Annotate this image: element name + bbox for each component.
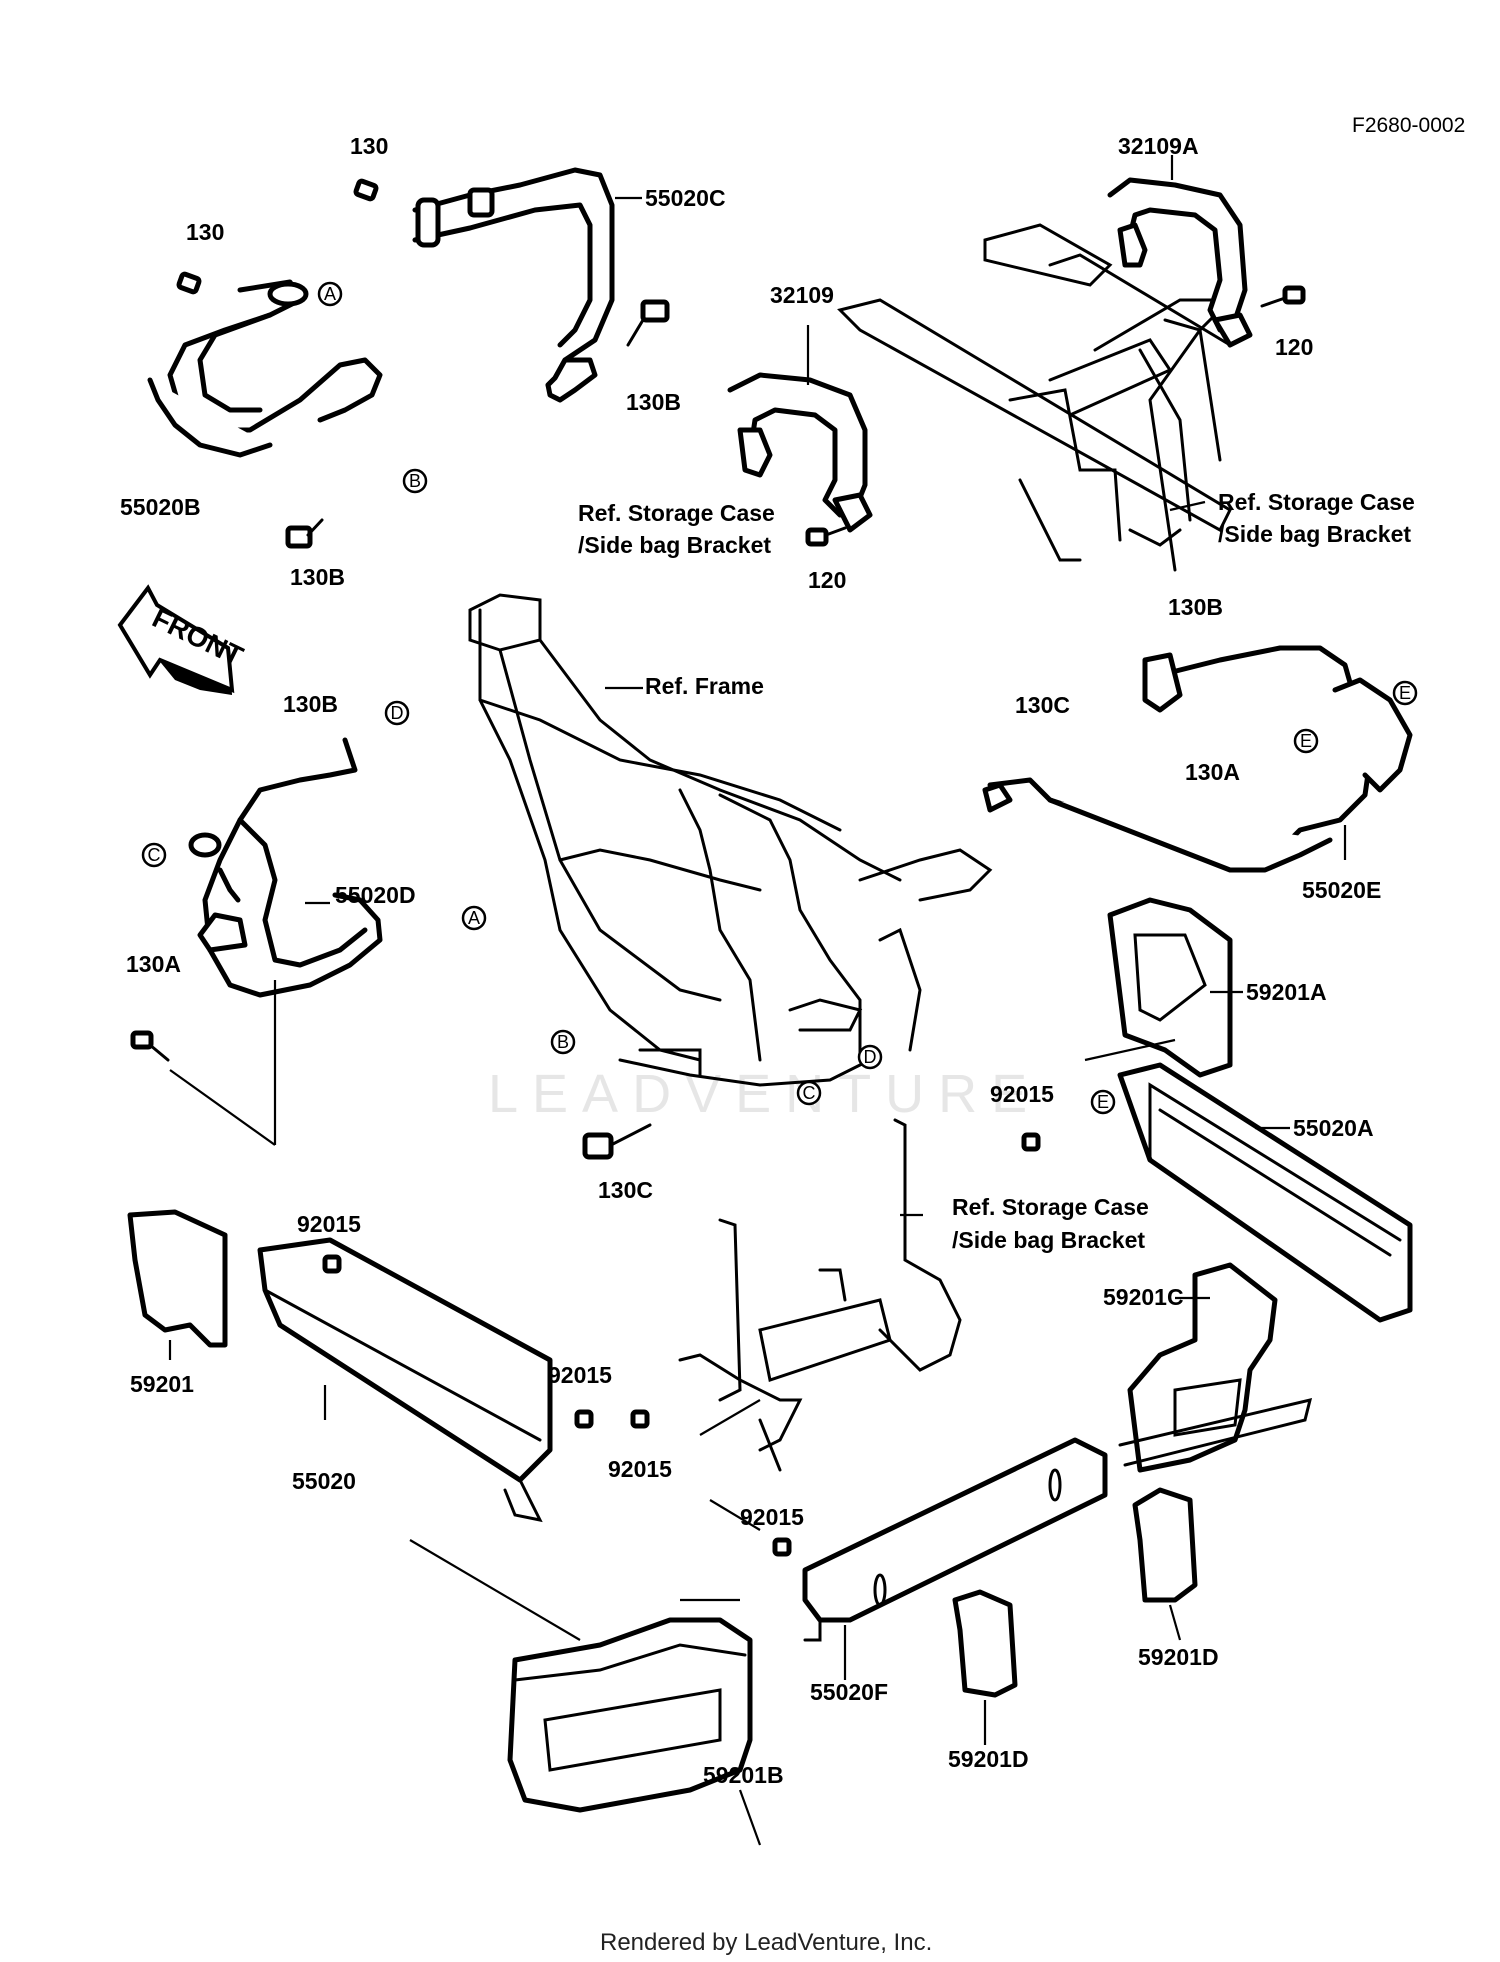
grab-bar-32109a[interactable] <box>1107 177 1253 348</box>
svg-text:D: D <box>864 1047 877 1067</box>
label-55020a: 55020A <box>1293 1115 1374 1141</box>
callout-c2: C <box>796 1080 822 1106</box>
bolt-120-center[interactable] <box>805 526 847 547</box>
label-130a-a: 130A <box>1185 759 1240 785</box>
cover-59201b[interactable] <box>507 1617 753 1813</box>
label-92015-a: 92015 <box>990 1081 1054 1107</box>
label-92015-e: 92015 <box>740 1504 804 1530</box>
label-92015-d: 92015 <box>608 1456 672 1482</box>
bracket-55020f[interactable] <box>802 1437 1108 1642</box>
label-130b-d: 130B <box>283 691 338 717</box>
label-120-a: 120 <box>1275 334 1313 360</box>
front-direction-arrow: FRONT <box>117 584 248 695</box>
leader-lines <box>168 155 1347 1846</box>
label-130c-b: 130C <box>598 1177 653 1203</box>
crash-bar-55020e[interactable] <box>982 645 1413 873</box>
nut-92015-b[interactable] <box>322 1254 342 1274</box>
ref-storage-case-left-2: /Side bag Bracket <box>578 532 771 558</box>
label-55020e: 55020E <box>1302 877 1381 903</box>
label-59201: 59201 <box>130 1371 194 1397</box>
crash-bar-55020d[interactable] <box>188 737 383 998</box>
label-59201d-b: 59201D <box>948 1746 1029 1772</box>
label-59201b: 59201B <box>703 1762 784 1788</box>
cover-59201d-center[interactable] <box>952 1589 1018 1698</box>
bracket-55020a[interactable] <box>1117 1062 1413 1323</box>
nut-92015-c[interactable] <box>574 1409 594 1429</box>
label-59201d-a: 59201D <box>1138 1644 1219 1670</box>
svg-text:E: E <box>1097 1092 1109 1112</box>
label-55020c: 55020C <box>645 185 726 211</box>
storage-case-bracket-center <box>678 1118 962 1472</box>
svg-text:C: C <box>803 1083 816 1103</box>
callout-b2: B <box>550 1029 576 1055</box>
label-55020f: 55020F <box>810 1679 888 1705</box>
svg-text:B: B <box>557 1032 569 1052</box>
callout-e1: E <box>1392 680 1418 706</box>
cover-59201d-right[interactable] <box>1132 1487 1198 1603</box>
cover-59201[interactable] <box>127 1209 228 1348</box>
svg-text:E: E <box>1300 731 1312 751</box>
crash-bar-55020c[interactable] <box>412 167 615 403</box>
bolt-130-top[interactable] <box>353 178 379 202</box>
svg-text:E: E <box>1399 683 1411 703</box>
label-130-top: 130 <box>350 133 388 159</box>
bolt-130c-center[interactable] <box>582 1123 652 1160</box>
svg-text:B: B <box>409 471 421 491</box>
label-130c-a: 130C <box>1015 692 1070 718</box>
ref-storage-case-right-2: /Side bag Bracket <box>1218 521 1411 547</box>
svg-text:A: A <box>324 284 336 304</box>
label-55020d: 55020D <box>335 882 416 908</box>
diagram-code: F2680-0002 <box>1352 114 1465 137</box>
label-59201c: 59201C <box>1103 1284 1184 1310</box>
callout-c1: C <box>141 842 167 868</box>
grab-bar-32109[interactable] <box>727 372 873 533</box>
svg-text:D: D <box>391 703 404 723</box>
label-55020b: 55020B <box>120 494 201 520</box>
label-32109a: 32109A <box>1118 133 1199 159</box>
nut-92015-a[interactable] <box>1021 1132 1041 1152</box>
nut-92015-d[interactable] <box>630 1409 650 1429</box>
bolt-130b-top[interactable] <box>626 299 670 347</box>
bolt-120-right[interactable] <box>1260 285 1306 308</box>
cover-59201c[interactable] <box>1118 1262 1313 1473</box>
label-130-left: 130 <box>186 219 224 245</box>
ref-frame: Ref. Frame <box>645 673 764 699</box>
ref-storage-case-right-1: Ref. Storage Case <box>1218 489 1415 515</box>
label-130a-b: 130A <box>126 951 181 977</box>
ref-storage-case-mid-2: /Side bag Bracket <box>952 1227 1145 1253</box>
callout-e2: E <box>1293 728 1319 754</box>
callout-e3: E <box>1090 1089 1116 1115</box>
footer-credit: Rendered by LeadVenture, Inc. <box>600 1929 932 1956</box>
callout-a1: A <box>317 281 343 307</box>
crash-bar-55020b[interactable] <box>147 279 383 458</box>
motorcycle-frame <box>468 593 993 1087</box>
callout-d1: D <box>384 700 410 726</box>
svg-text:C: C <box>148 845 161 865</box>
storage-case-bracket-top <box>837 223 1234 572</box>
label-92015-b: 92015 <box>297 1211 361 1237</box>
callout-b1: B <box>402 468 428 494</box>
watermark: LEADVENTURE <box>488 1064 1041 1124</box>
bracket-55020[interactable] <box>257 1237 553 1523</box>
label-92015-c: 92015 <box>548 1362 612 1388</box>
cover-59201a[interactable] <box>1107 897 1233 1078</box>
ref-storage-case-mid-1: Ref. Storage Case <box>952 1194 1149 1220</box>
bolt-130b-left[interactable] <box>285 518 324 549</box>
bolt-130-left[interactable] <box>176 271 202 295</box>
svg-text:A: A <box>468 908 480 928</box>
bolt-130a-left[interactable] <box>130 1030 170 1062</box>
label-32109: 32109 <box>770 282 834 308</box>
label-55020: 55020 <box>292 1468 356 1494</box>
label-120-b: 120 <box>808 567 846 593</box>
label-130b-b: 130B <box>290 564 345 590</box>
label-130b-a: 130B <box>626 389 681 415</box>
ref-storage-case-left-1: Ref. Storage Case <box>578 500 775 526</box>
callout-d2: D <box>857 1044 883 1070</box>
nut-92015-e[interactable] <box>772 1537 792 1557</box>
label-59201a: 59201A <box>1246 979 1327 1005</box>
label-130b-c: 130B <box>1168 594 1223 620</box>
callout-a2: A <box>461 905 487 931</box>
